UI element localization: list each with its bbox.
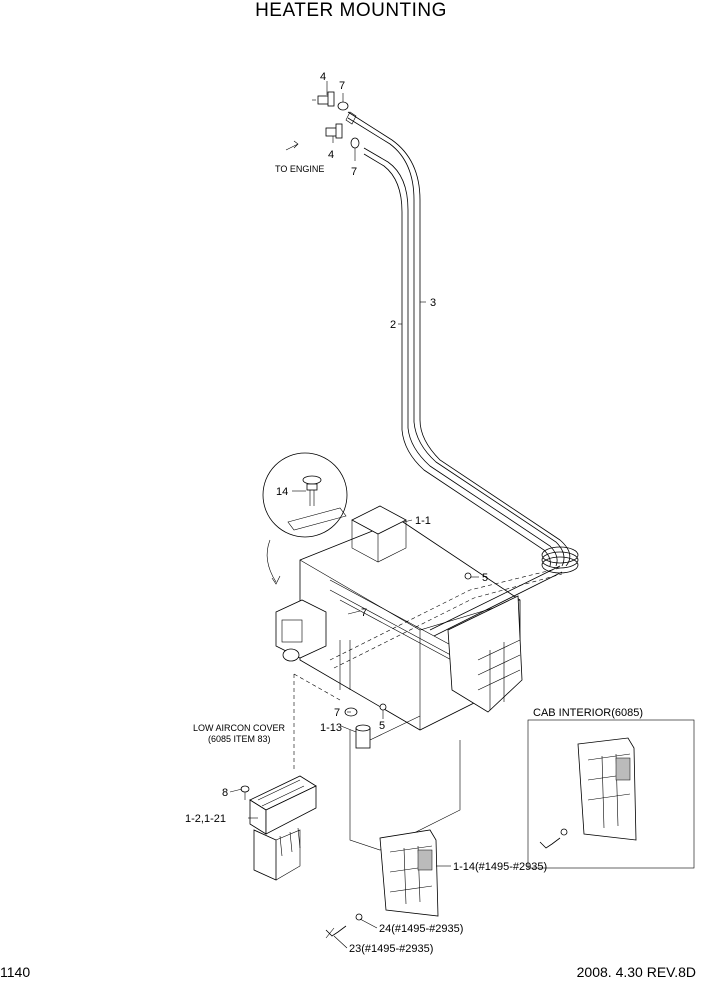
low-aircon-cover — [293, 673, 461, 851]
screw-8 — [240, 785, 250, 800]
label-item-7-middle: 7 — [361, 607, 367, 619]
label-item-1-2-1-21: 1-2,1-21 — [185, 813, 226, 825]
label-item-2: 2 — [390, 319, 396, 331]
label-item-24: 24(#1495-#2935) — [379, 923, 463, 935]
control-panel — [249, 775, 317, 881]
fitting-4-lower — [325, 111, 357, 139]
clamp-7-upper — [337, 101, 349, 111]
label-item-4-upper: 4 — [320, 71, 326, 83]
label-item-14: 14 — [276, 486, 288, 498]
label-item-7-lower-pipe: 7 — [334, 707, 340, 719]
washer-24 — [355, 913, 363, 921]
cab-interior-box — [527, 719, 695, 869]
engine-arrow-icon — [285, 140, 299, 151]
cover-1-14 — [379, 829, 439, 917]
label-item-5-upper: 5 — [482, 572, 488, 584]
screw-5-upper — [464, 572, 472, 580]
label-item-8: 8 — [222, 787, 228, 799]
heater-unit — [275, 505, 563, 731]
label-to-engine: TO ENGINE — [275, 164, 324, 174]
label-low-aircon-cover: LOW AIRCON COVER — [193, 723, 286, 733]
hose-3 — [347, 111, 571, 567]
label-item-7-lower: 7 — [351, 166, 357, 178]
label-item-1-14: 1-14(#1495-#2935) — [453, 861, 547, 873]
label-item-5-lower: 5 — [379, 720, 385, 732]
clamp-7-lower — [350, 137, 360, 149]
revision-date: 2008. 4.30 REV.8D — [576, 964, 696, 980]
detail-circle-14 — [262, 452, 348, 585]
hose-coil — [541, 546, 579, 574]
leader-lines — [229, 81, 479, 949]
label-item-3: 3 — [430, 297, 436, 309]
label-item-23: 23(#1495-#2935) — [349, 943, 433, 955]
label-item-7-upper: 7 — [339, 80, 345, 92]
fitting-4-upper — [312, 91, 335, 107]
screw-5-lower — [379, 703, 387, 711]
label-cab-interior: CAB INTERIOR(6085) — [533, 707, 643, 719]
wing-bolt-23 — [325, 925, 347, 939]
label-item-1-13: 1-13 — [320, 722, 342, 734]
label-item-4-lower: 4 — [328, 149, 334, 161]
hose-2 — [363, 147, 558, 567]
label-item-1-1: 1-1 — [415, 515, 431, 527]
label-low-aircon-item: (6085 ITEM 83) — [208, 734, 271, 744]
page-title: HEATER MOUNTING — [255, 0, 447, 21]
pipe-1-13 — [344, 707, 371, 749]
page-number: 1140 — [0, 964, 31, 980]
